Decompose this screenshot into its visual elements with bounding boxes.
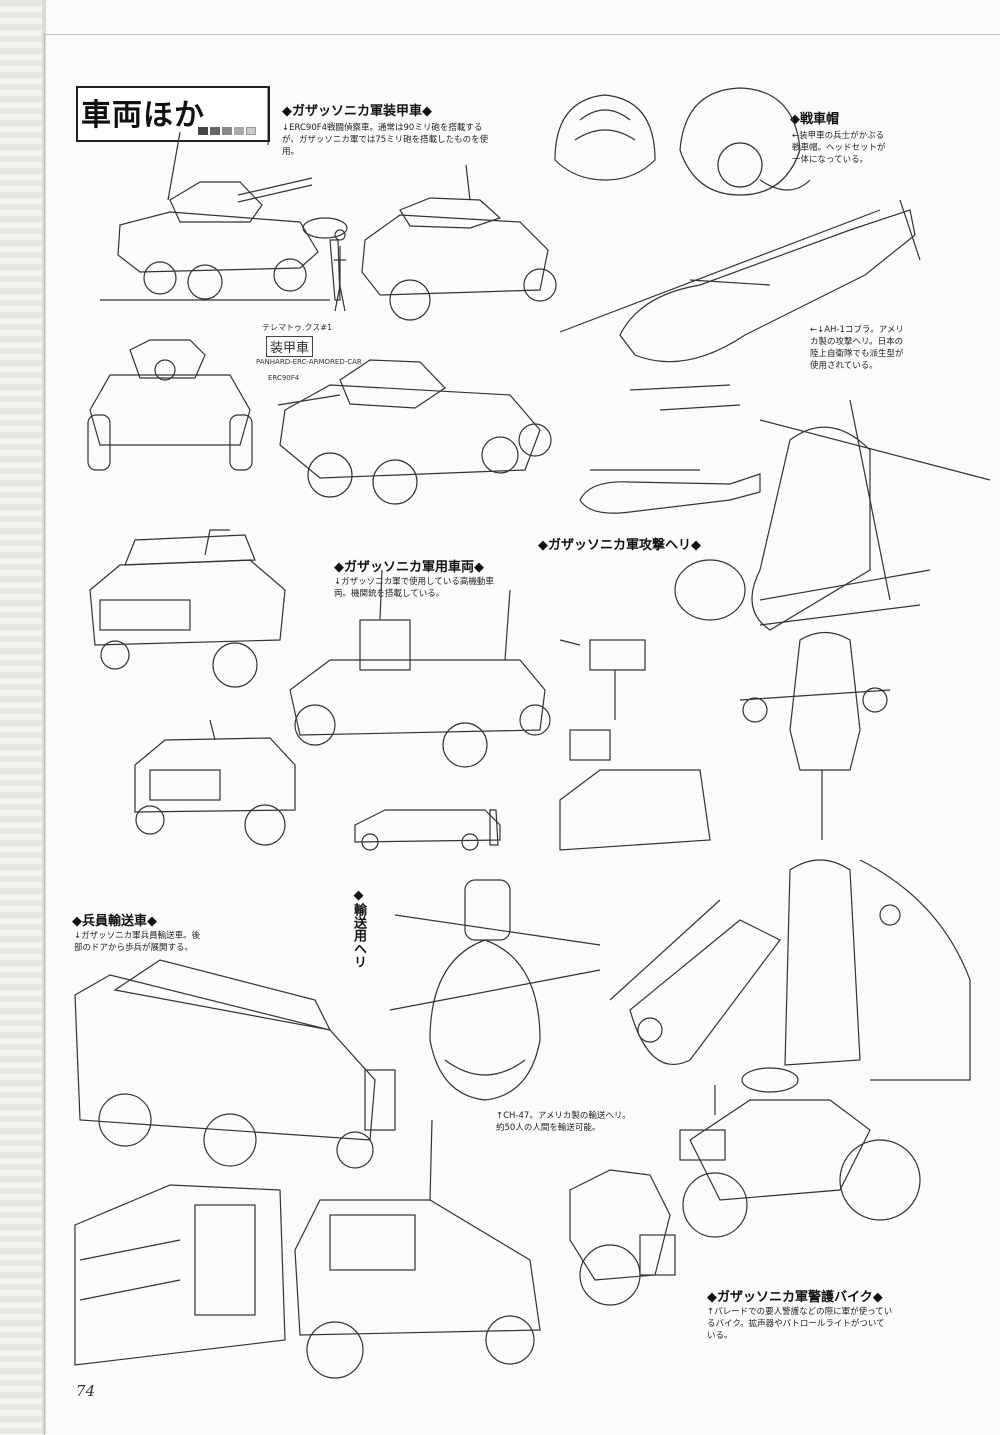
armored-car-rear-illustration <box>361 164 557 321</box>
figure-sketches <box>302 217 799 1093</box>
sketch-note-4: ERC90F4 <box>268 374 300 382</box>
troop-carrier-rear-illustration <box>294 1119 541 1379</box>
troop-carrier-interior-illustration <box>74 1184 286 1366</box>
police-bike-heading: ◆ガザッソニカ軍警護バイク◆ <box>707 1290 883 1305</box>
humvee-rear-illustration <box>134 719 296 846</box>
attack-heli-front-illustration <box>739 604 921 840</box>
armored-car-heading: ◆ガザッソニカ軍装甲車◆ <box>282 104 432 119</box>
small-humvee-illustration <box>354 809 501 851</box>
armored-car-front-illustration <box>87 339 253 471</box>
cobra-heli-illustration <box>559 199 921 411</box>
attack-heli-34-illustration <box>674 399 991 631</box>
transport-heli-heading: ◆輸送用ヘリ <box>351 888 366 968</box>
humvee-34-illustration <box>289 569 551 768</box>
machine-gun-illustration <box>559 639 711 851</box>
armored-car-34-illustration <box>277 359 552 505</box>
title-gradient-squares <box>198 127 256 135</box>
police-bike-caption: ↑パレードでの要人警護などの際に軍が使っているバイク。拡声器やパトロールライトが… <box>707 1307 893 1341</box>
helmet-heading: ◆戦車帽 <box>790 112 839 127</box>
ch47-door-illustration <box>784 859 971 1081</box>
page-number: 74 <box>76 1382 96 1400</box>
armored-car-side-illustration <box>100 131 341 301</box>
troop-carrier-heading: ◆兵員輸送車◆ <box>72 914 157 929</box>
military-vehicle-caption: ↓ガザッソニカ軍で使用している高機動車両。機関銃を搭載している。 <box>334 577 494 599</box>
small-cobra-illustration <box>579 469 761 514</box>
transport-heli-caption: ↑CH-47。アメリカ製の輸送ヘリ。約50人の人間を輸送可能。 <box>496 1111 631 1133</box>
military-vehicle-heading: ◆ガザッソニカ軍用車両◆ <box>334 560 484 575</box>
sketch-note-2: 装甲車 <box>266 336 314 357</box>
troop-carrier-caption: ↓ガザッソニカ軍兵員輸送車。後部のドアから歩兵が展開する。 <box>74 931 201 953</box>
section-title: 車両ほか <box>81 98 205 133</box>
armored-car-caption: ↓ERC90F4戦闘偵察車。通常は90ミリ砲を搭載するが、ガザッソニカ軍では75… <box>282 123 489 157</box>
motorcycle-side-illustration <box>679 1085 921 1238</box>
helmet-caption: ←装甲車の兵士がかぶる戦車帽。ヘッドセットが一体になっている。 <box>792 131 886 165</box>
attack-heli-heading: ◆ガザッソニカ軍攻撃ヘリ◆ <box>538 538 701 553</box>
cobra-caption: ←↓AH-1コブラ。アメリカ製の攻撃ヘリ。日本の陸上自衛隊でも派生型が使用されて… <box>810 325 904 371</box>
humvee-front-illustration <box>89 529 286 688</box>
sketch-note-3: PANHARD-ERC-ARMORED-CAR <box>256 358 362 366</box>
page-frame <box>44 34 1000 1435</box>
ch47-side-illustration <box>609 899 781 1065</box>
sketch-note-1: テレマトゥ.クス#1 <box>262 323 333 332</box>
ch47-front-illustration <box>389 879 601 1101</box>
motorcycle-front-illustration <box>569 1169 676 1306</box>
tank-helmet-illustration <box>554 87 811 196</box>
binding-stripe <box>0 0 42 1434</box>
troop-carrier-34-illustration <box>74 959 396 1169</box>
